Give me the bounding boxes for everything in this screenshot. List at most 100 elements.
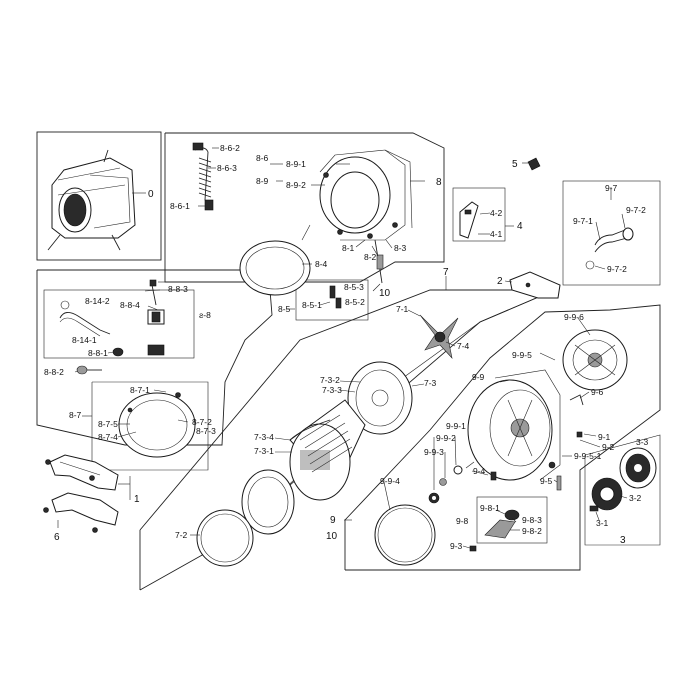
label-7-1: 7-1 [396,304,409,314]
front-tub-part [319,149,413,284]
motor-bolt-part [589,505,599,512]
label-9-7: 9-7 [605,183,618,193]
label-8-1: 8-1 [342,243,355,253]
label-9-8-1: 9-8-1 [480,503,500,513]
label-7-3-4: 7-3-4 [254,432,274,442]
label-9-9-3: 9-9-3 [424,447,444,457]
drum-front-ring-part [241,469,295,535]
clip-part [527,157,541,171]
motor-stator-part [591,477,623,511]
heater-part [562,329,628,391]
label-8-5-3: 8-5-3 [344,282,364,292]
bracket-2-part [509,271,561,299]
label-8-6: 8-6 [256,153,269,163]
label-10-bottom: 10 [326,531,338,542]
label-4: 4 [517,221,523,232]
label-8: 8 [436,177,442,188]
label-8-5: 8-5 [278,304,291,314]
part-labels: 0 8-6-2 8-6 8-6-3 8-9-1 8-9 8-9-2 8 8-6-… [44,143,649,551]
small-fittings-part [428,394,584,552]
label-8-7-5: 8-7-5 [98,419,118,429]
label-9-9-1: 9-9-1 [446,421,466,431]
label-4-1: 4-1 [490,229,503,239]
label-7-4: 7-4 [457,341,470,351]
pump-9-8-part [484,509,520,539]
label-3-2: 3-2 [629,493,642,503]
label-9-7-2-top: 9-7-2 [626,205,646,215]
label-8-7-3: 8-7-3 [196,426,216,436]
rear-tub-part [467,369,561,481]
hinge-part [459,201,479,239]
label-3: 3 [620,535,626,546]
label-9-7-1: 9-7-1 [573,216,593,226]
label-7: 7 [443,267,449,278]
door-ring-part [118,392,196,458]
label-9-5: 9-5 [540,476,553,486]
label-8-7-2: 8-7-2 [192,417,212,427]
label-9-6: 9-6 [591,387,604,397]
label-8-9-1: 8-9-1 [286,159,306,169]
label-3-1: 3-1 [596,518,609,528]
label-8-9-2: 8-9-2 [286,180,306,190]
label-0: 0 [148,189,154,200]
label-9-2: 9-2 [602,442,615,452]
label-4-2: 4-2 [490,208,503,218]
label-7-3-2: 7-3-2 [320,375,340,385]
label-8-14-1: 8-14-1 [72,335,97,345]
label-8-7: 8-7 [69,410,82,420]
label-10-top: 10 [379,288,391,299]
hose-9-7-part [585,227,634,270]
label-8-8-4: 8-8-4 [120,300,140,310]
drum-cylinder-part [289,399,366,501]
label-9-8: 9-8 [456,516,469,526]
label-8-2: 8-2 [364,252,377,262]
label-9-7-2-bottom: 9-7-2 [607,264,627,274]
label-2: 2 [497,276,503,287]
gasket-ring-part [239,224,311,296]
label-9-9-5-1: 9-9-5-1 [574,451,602,461]
label-9-1: 9-1 [598,432,611,442]
label-9-9-2: 9-9-2 [436,433,456,443]
label-8-8-3: 8-8-3 [168,284,188,294]
bracket-6-part [43,492,119,533]
rear-ring-part [374,504,436,566]
bracket-8-5-part [329,285,342,309]
label-8-9: 8-9 [256,176,269,186]
label-9: 9 [330,515,336,526]
drum-ring-part [196,509,254,567]
label-8-4: 8-4 [315,259,328,269]
label-8-14-2: 8-14-2 [85,296,110,306]
motor-rotor-part [619,447,657,489]
label-8-5-1: 8-5-1 [302,300,322,310]
leader-lines [57,147,633,549]
bracket-1-part [45,454,119,491]
label-7-3-3: 7-3-3 [322,385,342,395]
label-8-8-2: 8-8-2 [44,367,64,377]
label-7-2: 7-2 [175,530,188,540]
label-8-3: 8-3 [394,243,407,253]
label-9-9: 9-9 [472,372,485,382]
label-8-5-2: 8-5-2 [345,297,365,307]
label-9-3: 9-3 [450,541,463,551]
label-9-8-2: 9-8-2 [522,526,542,536]
label-7-3: 7-3 [424,378,437,388]
tub-assembly-part [47,149,136,251]
label-8-7-4: 8-7-4 [98,432,118,442]
label-8-7-1: 8-7-1 [130,385,150,395]
label-5: 5 [512,159,518,170]
spring-hose-part [192,142,214,211]
label-8-6-1: 8-6-1 [170,201,190,211]
label-9-8-3: 9-8-3 [522,515,542,525]
label-8-8-1: 8-8-1 [88,348,108,358]
drum-back-part [347,361,413,435]
label-9-9-6: 9-9-6 [564,312,584,322]
label-6: 6 [54,532,60,543]
label-7-3-1: 7-3-1 [254,446,274,456]
spider-flange-part [419,314,459,359]
label-scale-mark: ƨ-8 [199,310,211,320]
label-3-3: 3-3 [636,437,649,447]
label-8-6-2: 8-6-2 [220,143,240,153]
label-9-9-5: 9-9-5 [512,350,532,360]
